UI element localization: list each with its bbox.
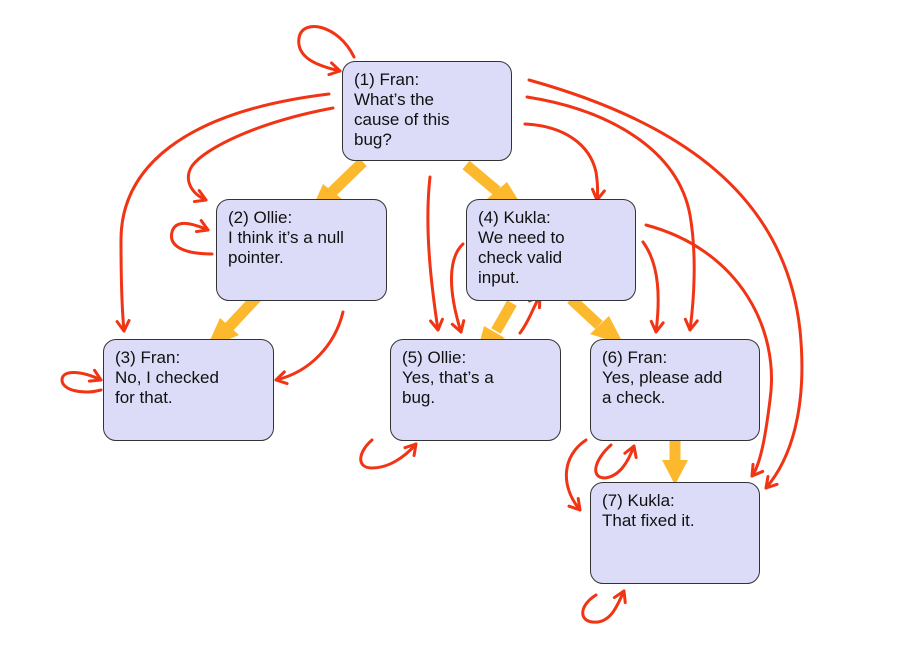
- link-4-to-5: [450, 242, 466, 334]
- message-node-6: (6) Fran: Yes, please add a check.: [590, 339, 760, 441]
- node-3-speaker: (3) Fran:: [115, 348, 181, 367]
- link-7-self: [581, 589, 627, 624]
- node-4-text-line: check valid: [478, 248, 563, 267]
- link-6-to-7: [565, 438, 588, 512]
- link-4-to-6: [641, 240, 665, 334]
- node-5-speaker: (5) Ollie:: [402, 348, 467, 367]
- main-arrow-4-to-6: [567, 294, 624, 345]
- node-1-text-line: What’s the: [354, 90, 435, 109]
- link-1-to-6: [525, 95, 699, 332]
- message-node-3: (3) Fran: No, I checked for that.: [103, 339, 274, 441]
- link-1-to-7: [527, 78, 804, 490]
- message-node-4: (4) Kukla: We need to check valid input.: [466, 199, 636, 301]
- node-2-text-line: pointer.: [228, 248, 284, 267]
- message-node-5: (5) Ollie: Yes, that’s a bug.: [390, 339, 561, 441]
- link-3-self: [60, 368, 103, 394]
- node-4-speaker: (4) Kukla:: [478, 208, 551, 227]
- link-2-self: [170, 219, 214, 256]
- node-2-text-line: I think it’s a null: [228, 228, 344, 247]
- node-1-speaker: (1) Fran:: [354, 70, 420, 89]
- link-1-to-5: [426, 175, 444, 332]
- link-6-self: [594, 443, 638, 480]
- node-3-text-line: No, I checked: [115, 368, 219, 387]
- link-4-self: [518, 294, 542, 335]
- node-4-text-line: input.: [478, 268, 520, 287]
- message-node-7: (7) Kukla: That fixed it.: [590, 482, 760, 584]
- node-1-text-line: bug?: [354, 130, 392, 149]
- link-2-to-3: [274, 310, 345, 386]
- link-5-self: [359, 438, 418, 470]
- link-1-to-2: [186, 106, 335, 204]
- node-6-speaker: (6) Fran:: [602, 348, 668, 367]
- link-1-to-3: [115, 92, 331, 333]
- message-node-2: (2) Ollie: I think it’s a null pointer.: [216, 199, 387, 301]
- link-1-to-4: [523, 122, 606, 202]
- node-7-speaker: (7) Kukla:: [602, 491, 675, 510]
- link-1-self: [297, 25, 356, 77]
- node-3-text-line: for that.: [115, 388, 173, 407]
- link-4-to-7: [644, 223, 773, 478]
- node-5-text-line: Yes, that’s a: [402, 368, 494, 387]
- node-1-text-line: cause of this: [354, 110, 450, 129]
- node-6-text-line: a check.: [602, 388, 666, 407]
- message-node-1: (1) Fran: What’s the cause of this bug?: [342, 61, 512, 161]
- node-4-text-line: We need to: [478, 228, 565, 247]
- node-7-text-line: That fixed it.: [602, 511, 695, 530]
- node-2-speaker: (2) Ollie:: [228, 208, 293, 227]
- node-6-text-line: Yes, please add: [602, 368, 723, 387]
- node-5-text-line: bug.: [402, 388, 436, 407]
